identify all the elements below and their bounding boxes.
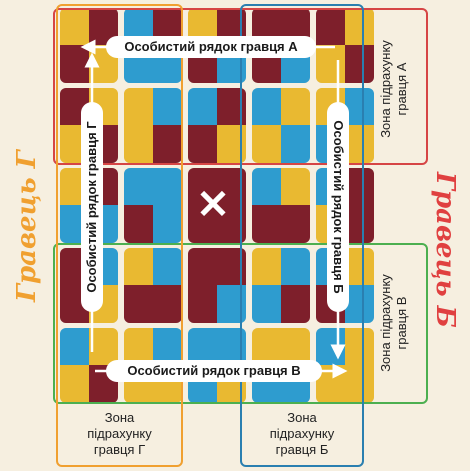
row-label-v: Особистий рядок гравця В [106,360,322,382]
zone-label-b-line3: гравця Б [275,442,329,457]
center-x-mark: ✕ [196,183,230,227]
zone-label-g-line1: Зона [104,410,135,425]
zone-label-b-line2: підрахунку [269,426,335,441]
painted-tile [124,248,182,323]
painted-tile [252,88,310,163]
zone-player-g [56,4,183,467]
row-label-a: Особистий рядок гравця А [106,36,316,58]
painted-tile [124,168,182,243]
painted-tile [252,248,310,323]
zone-label-g: Зона підрахунку гравця Г [58,410,181,458]
zone-label-b: Зона підрахунку гравця Б [242,410,362,458]
painted-tile [124,88,182,163]
painted-tile [316,8,374,83]
zone-label-g-line3: гравця Г [93,442,146,457]
zone-label-g-line2: підрахунку [87,426,152,441]
zone-label-b-line1: Зона [287,410,317,425]
row-label-g: Особистий рядок гравця Г [81,102,103,312]
painted-tile [124,328,182,403]
painted-tile [252,328,310,403]
zone-player-b [240,4,364,467]
row-label-b: Особистий рядок гравця Б [327,102,349,312]
painted-tile [252,168,310,243]
